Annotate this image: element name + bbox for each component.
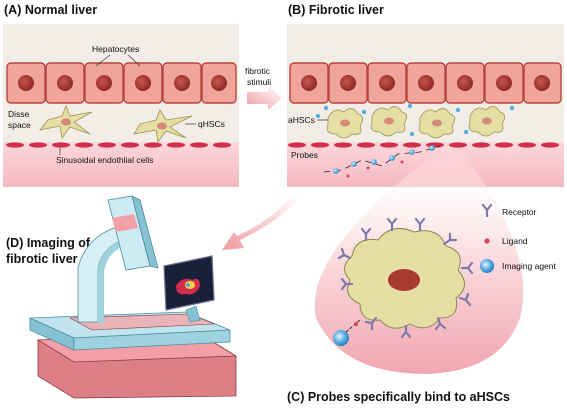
hepatocytes-pointer <box>95 54 111 67</box>
hepatocyte-nucleus <box>457 75 473 91</box>
receptor-dots-b <box>315 103 515 137</box>
probes-label: Probes <box>291 150 318 160</box>
imaging-arrow <box>222 196 300 250</box>
panel-d-title-line2: fibrotic liver <box>6 252 78 266</box>
hepatocyte-nucleus <box>534 75 550 91</box>
ligand-legend-icon <box>484 238 490 244</box>
panel-c: (C) Probes specifically bind to aHSCs <box>287 146 524 404</box>
panel-a-title: (A) Normal liver <box>4 3 97 17</box>
imaging-device <box>29 195 238 399</box>
qhsc-cell <box>133 109 193 144</box>
fibrotic-stimuli-arrow: fibrotic stimuli <box>245 66 282 110</box>
hepatocyte-nucleus <box>496 75 512 91</box>
probes-in-sinusoid <box>323 145 441 178</box>
hepatocyte-nucleus <box>96 75 112 91</box>
qhscs-label: qHSCs <box>198 119 225 129</box>
ahsc-cell <box>370 106 407 137</box>
hepatocyte-nucleus <box>174 75 190 91</box>
qhsc-cell <box>39 104 93 140</box>
ligand-legend-label: Ligand <box>502 236 528 246</box>
hepatocyte-nucleus <box>135 75 151 91</box>
imaging-agent-legend-icon <box>480 259 494 273</box>
panel-d: (D) Imaging of fibrotic liver <box>6 195 238 399</box>
ahsc-cell <box>326 108 363 139</box>
endothelial-cells-a <box>6 142 231 148</box>
panel-c-title: (C) Probes specifically bind to aHSCs <box>287 390 510 404</box>
ahscs-label: aHSCs <box>288 115 315 125</box>
hepatocytes-pointer <box>127 54 141 67</box>
panel-d-title-line1: (D) Imaging of <box>6 236 91 250</box>
panel-b-title: (B) Fibrotic liver <box>288 3 384 17</box>
hepatocyte-nucleus <box>301 75 317 91</box>
large-ahsc-nucleus <box>388 269 420 291</box>
fibrotic-label-line1: fibrotic <box>245 66 271 76</box>
fibrotic-label-line2: stimuli <box>247 77 271 87</box>
hepatocyte-row-b <box>289 62 562 104</box>
hepatocyte-nucleus <box>418 75 434 91</box>
receptor-legend-label: Receptor <box>502 207 537 217</box>
disse-label-line1: Disse <box>8 109 30 119</box>
ahsc-cell <box>418 108 455 139</box>
hepatocyte-nucleus <box>57 75 73 91</box>
receptors-on-cell <box>337 217 474 339</box>
sinusoidal-label: Sinusoidal endothlial cells <box>56 155 153 165</box>
device-bed <box>68 313 215 331</box>
hepatocyte-nucleus <box>211 75 227 91</box>
panel-b: (B) Fibrotic liver <box>287 3 564 187</box>
hepatocyte-nucleus <box>379 75 395 91</box>
hepatocyte-nucleus <box>340 75 356 91</box>
hepatocyte-row-a <box>6 62 237 104</box>
bound-imaging-agent <box>333 319 361 346</box>
receptor-legend-icon <box>481 203 493 218</box>
hepatocyte-nucleus <box>18 75 34 91</box>
right-arrow <box>247 86 282 110</box>
disse-label-line2: space <box>8 120 31 130</box>
legend: Receptor Ligand Imaging agent <box>480 203 557 273</box>
imaging-agent-legend-label: Imaging agent <box>502 261 557 271</box>
panel-a: (A) Normal liver <box>3 3 239 187</box>
hepatocytes-label: Hepatocytes <box>92 44 139 54</box>
ahsc-cell <box>468 106 505 137</box>
sinusoid-band-a <box>3 142 239 187</box>
